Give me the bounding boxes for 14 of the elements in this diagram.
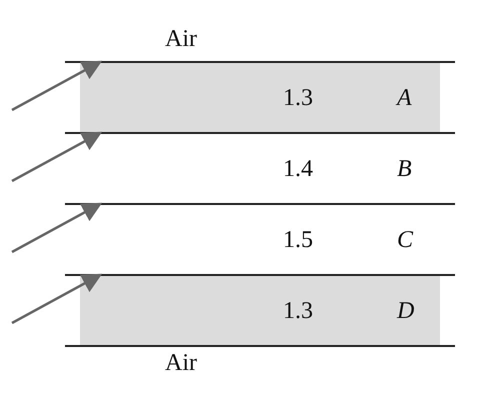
light-ray-arrow [11,60,102,112]
layer-letter: B [397,156,412,183]
medium-label: Air [165,26,197,53]
layer-letter: A [397,85,412,112]
medium-label: Air [165,350,197,377]
light-ray-arrow [11,274,102,324]
refractive-index: 1.3 [283,85,313,112]
refractive-index: 1.3 [283,298,313,325]
light-ray-arrow [11,132,102,182]
layer-letter: D [397,298,414,325]
light-ray-arrow [11,202,102,254]
refractive-index: 1.4 [283,156,313,183]
layer-letter: C [397,227,414,254]
refractive-index: 1.5 [283,227,313,254]
